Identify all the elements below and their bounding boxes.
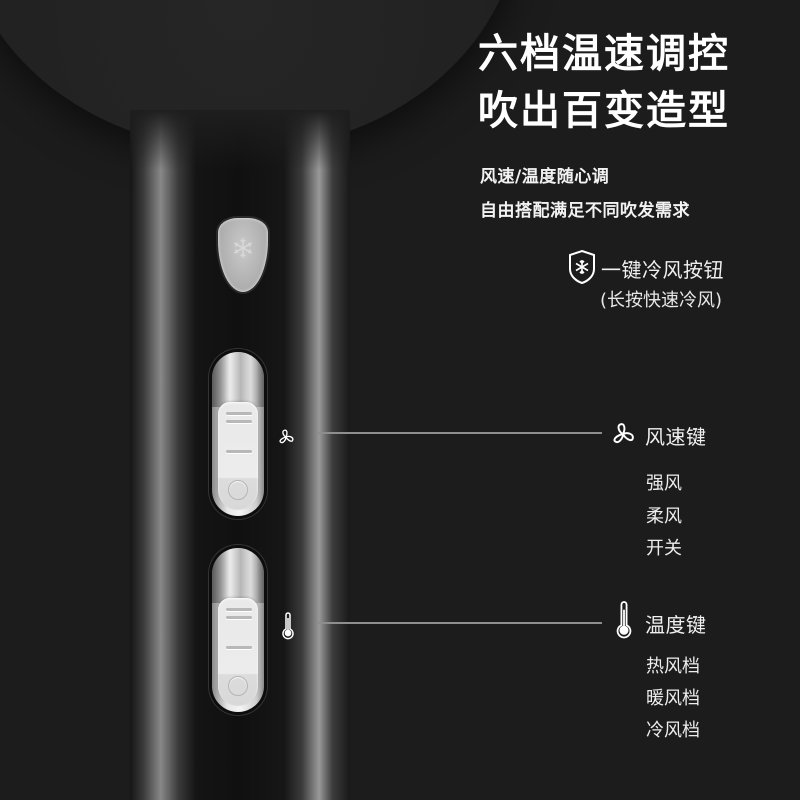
- fan-icon: [279, 429, 294, 444]
- fan-icon: [613, 423, 634, 444]
- thermometer-icon: [282, 612, 294, 640]
- speed-slider-switch: [212, 352, 264, 516]
- knob-ridge: [226, 616, 252, 619]
- speed-option: 开关: [646, 538, 682, 559]
- snowflake-icon: [233, 238, 253, 258]
- temperature-option: 热风档: [646, 656, 700, 677]
- cold-button-title: 一键冷风按钮: [601, 258, 724, 282]
- subheadline-line-2: 自由搭配满足不同吹发需求: [480, 201, 690, 221]
- temperature-key-title: 温度键: [645, 613, 707, 637]
- temperature-option: 暖风档: [646, 688, 700, 709]
- slider-sheen: [212, 352, 264, 407]
- speed-slider-knob: [218, 402, 258, 510]
- headline-line-2: 吹出百变造型: [478, 88, 730, 134]
- temperature-slider-switch: [212, 548, 264, 712]
- temperature-slider-knob: [218, 598, 258, 706]
- slider-sheen: [212, 548, 264, 603]
- cold-button-note: (长按快速冷风): [600, 290, 723, 311]
- knob-ridge: [226, 608, 252, 611]
- temperature-option: 冷风档: [646, 720, 700, 741]
- speed-key-title: 风速键: [645, 425, 707, 449]
- knob-ridge: [226, 412, 252, 415]
- knob-ridge: [226, 420, 252, 423]
- knob-ridge: [226, 450, 252, 453]
- knob-dot: [228, 676, 248, 696]
- temperature-connector-line: [318, 622, 602, 624]
- speed-option: 强风: [646, 473, 682, 494]
- speed-connector-line: [318, 432, 602, 434]
- knob-ridge: [226, 646, 252, 649]
- knob-dot: [228, 480, 248, 500]
- speed-option: 柔风: [646, 506, 682, 527]
- handle-shadow: [130, 110, 350, 170]
- headline-line-1: 六档温速调控: [478, 31, 730, 77]
- snowflake-shield-icon: [569, 249, 595, 285]
- thermometer-icon: [616, 601, 632, 639]
- subheadline-line-1: 风速/温度随心调: [480, 167, 610, 187]
